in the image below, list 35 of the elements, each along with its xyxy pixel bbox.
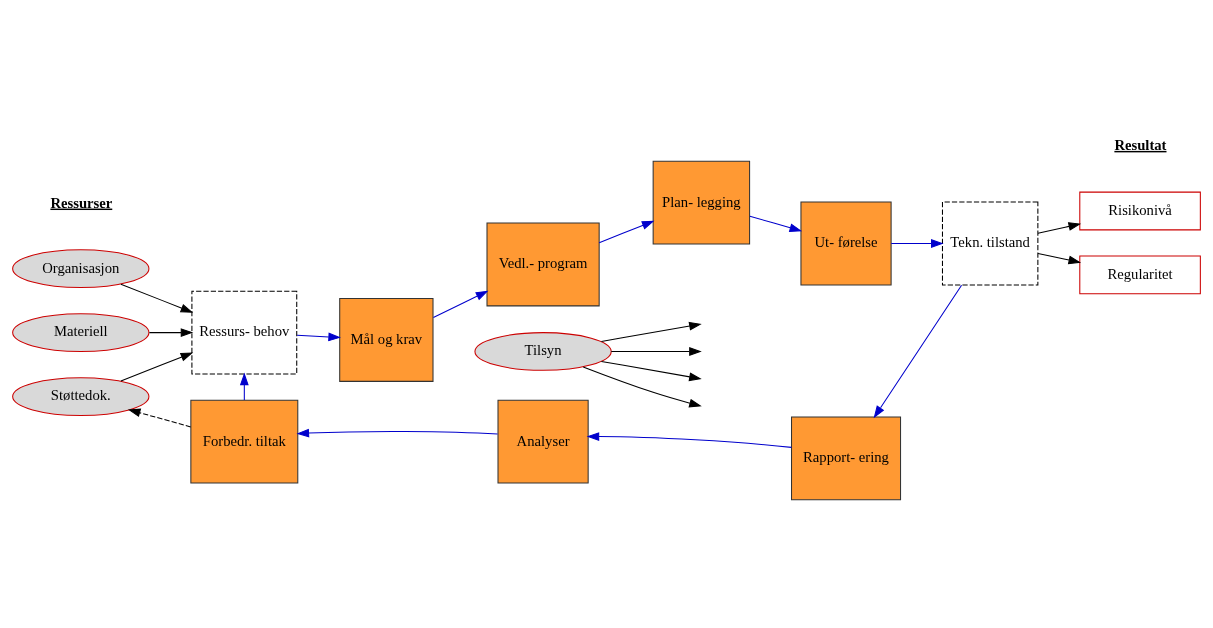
arrow — [600, 360, 702, 382]
arrow — [432, 290, 489, 319]
arrow — [749, 215, 803, 232]
node-box: Forbedr. tiltak — [190, 399, 299, 484]
node-box: Regularitet — [1079, 255, 1201, 295]
arrow — [1037, 252, 1082, 265]
node-box: Ressurs- behov — [191, 290, 298, 375]
node-box: Vedl.- program — [486, 222, 600, 307]
node-box: Analyser — [497, 399, 589, 484]
arrow — [873, 284, 963, 419]
node-box: Mål og krav — [339, 298, 434, 382]
node-box: Ut- førelse — [800, 201, 892, 286]
arrow — [600, 321, 702, 342]
arrow — [296, 332, 341, 342]
arrow — [610, 347, 702, 356]
arrow — [1037, 222, 1082, 234]
node-ellipse: Materiell — [12, 313, 150, 352]
arrow — [296, 428, 499, 438]
arrow — [239, 372, 249, 401]
node-box: Plan- legging — [652, 160, 751, 245]
arrow — [586, 432, 792, 448]
node-box: Rapport- ering — [791, 416, 902, 501]
node-box: Risikonivå — [1079, 191, 1201, 231]
label: Resultat — [1114, 136, 1167, 153]
node-ellipse: Organisasjon — [12, 249, 150, 289]
node-ellipse: Tilsyn — [474, 332, 612, 371]
label: Ressurser — [50, 194, 113, 211]
arrow — [582, 366, 702, 408]
arrow — [120, 352, 194, 382]
arrow — [148, 328, 194, 338]
arrow — [120, 283, 194, 313]
node-box: Tekn. tilstand — [941, 201, 1039, 286]
arrow — [598, 220, 655, 244]
arrow — [127, 408, 192, 428]
arrow — [890, 239, 944, 248]
